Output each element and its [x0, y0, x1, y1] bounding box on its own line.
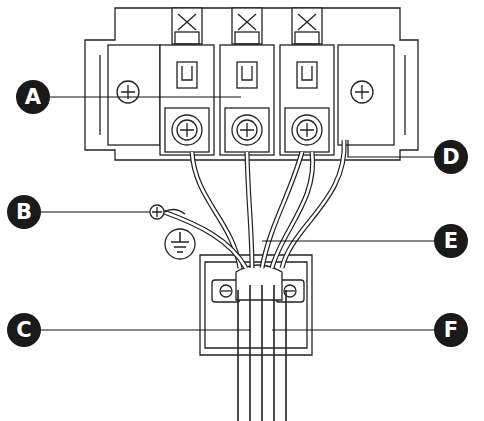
leader-line [41, 97, 434, 330]
callout-letter: C [7, 313, 41, 347]
power-cable [238, 285, 286, 421]
callout-letter: E [434, 224, 468, 258]
terminal [160, 8, 334, 155]
callout-letter: F [434, 313, 468, 347]
cable-clamp [200, 255, 312, 355]
ground-screw [150, 205, 195, 259]
callout-letter: B [7, 195, 41, 229]
callout-letter: D [434, 140, 468, 174]
wire [164, 140, 344, 268]
callout-letter: A [16, 80, 50, 114]
